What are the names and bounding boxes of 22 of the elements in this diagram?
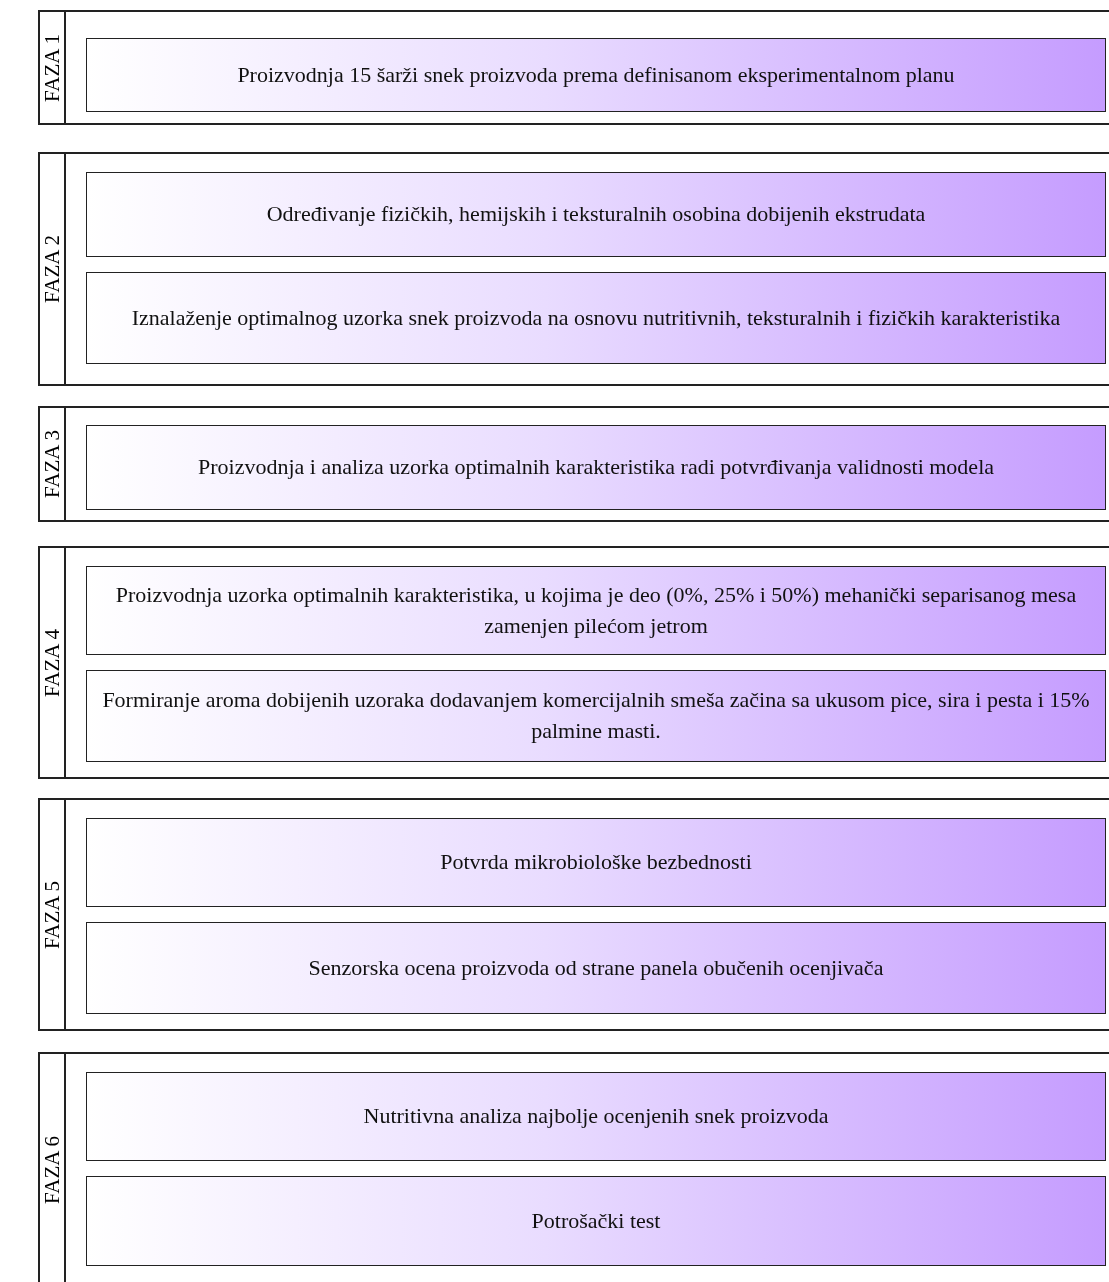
phase-panel	[38, 10, 1109, 125]
phase-label: FAZA 5	[39, 880, 65, 949]
phase-panel	[38, 798, 1109, 1031]
process-box: Potrošački test	[86, 1176, 1106, 1266]
process-box: Proizvodnja i analiza uzorka optimalnih karakteristika radi potvrđivanja validnosti modela	[86, 425, 1106, 510]
phase-label: FAZA 4	[39, 628, 65, 697]
phase-panel	[38, 406, 1109, 522]
process-box: Senzorska ocena proizvoda od strane panela obučenih ocenjivača	[86, 922, 1106, 1014]
process-box: Formiranje aroma dobijenih uzoraka dodavanjem komercijalnih smeša začina sa ukusom pice, sira i pesta i 15% palmine masti.	[86, 670, 1106, 762]
process-box: Proizvodnja 15 šarži snek proizvoda prema definisanom eksperimentalnom planu	[86, 38, 1106, 112]
phase-label: FAZA 2	[39, 235, 65, 303]
process-box: Nutritivna analiza najbolje ocenjenih snek proizvoda	[86, 1072, 1106, 1161]
phase-panel	[38, 546, 1109, 779]
phase-label: FAZA 1	[39, 33, 65, 102]
phase-panel	[38, 152, 1109, 386]
phase-label: FAZA 6	[39, 1135, 65, 1204]
phase-label: FAZA 3	[39, 430, 65, 498]
process-box: Proizvodnja uzorka optimalnih karakteristika, u kojima je deo (0%, 25% i 50%) mehanički separisanog mesa zamenjen pilećom jetrom	[86, 566, 1106, 655]
phase-panel	[38, 1052, 1109, 1282]
process-box: Iznalaženje optimalnog uzorka snek proizvoda na osnovu nutritivnih, teksturalnih i fizičkih karakteristika	[86, 272, 1106, 364]
process-box: Određivanje fizičkih, hemijskih i teksturalnih osobina dobijenih ekstrudata	[86, 172, 1106, 257]
process-box: Potvrda mikrobiološke bezbednosti	[86, 818, 1106, 907]
